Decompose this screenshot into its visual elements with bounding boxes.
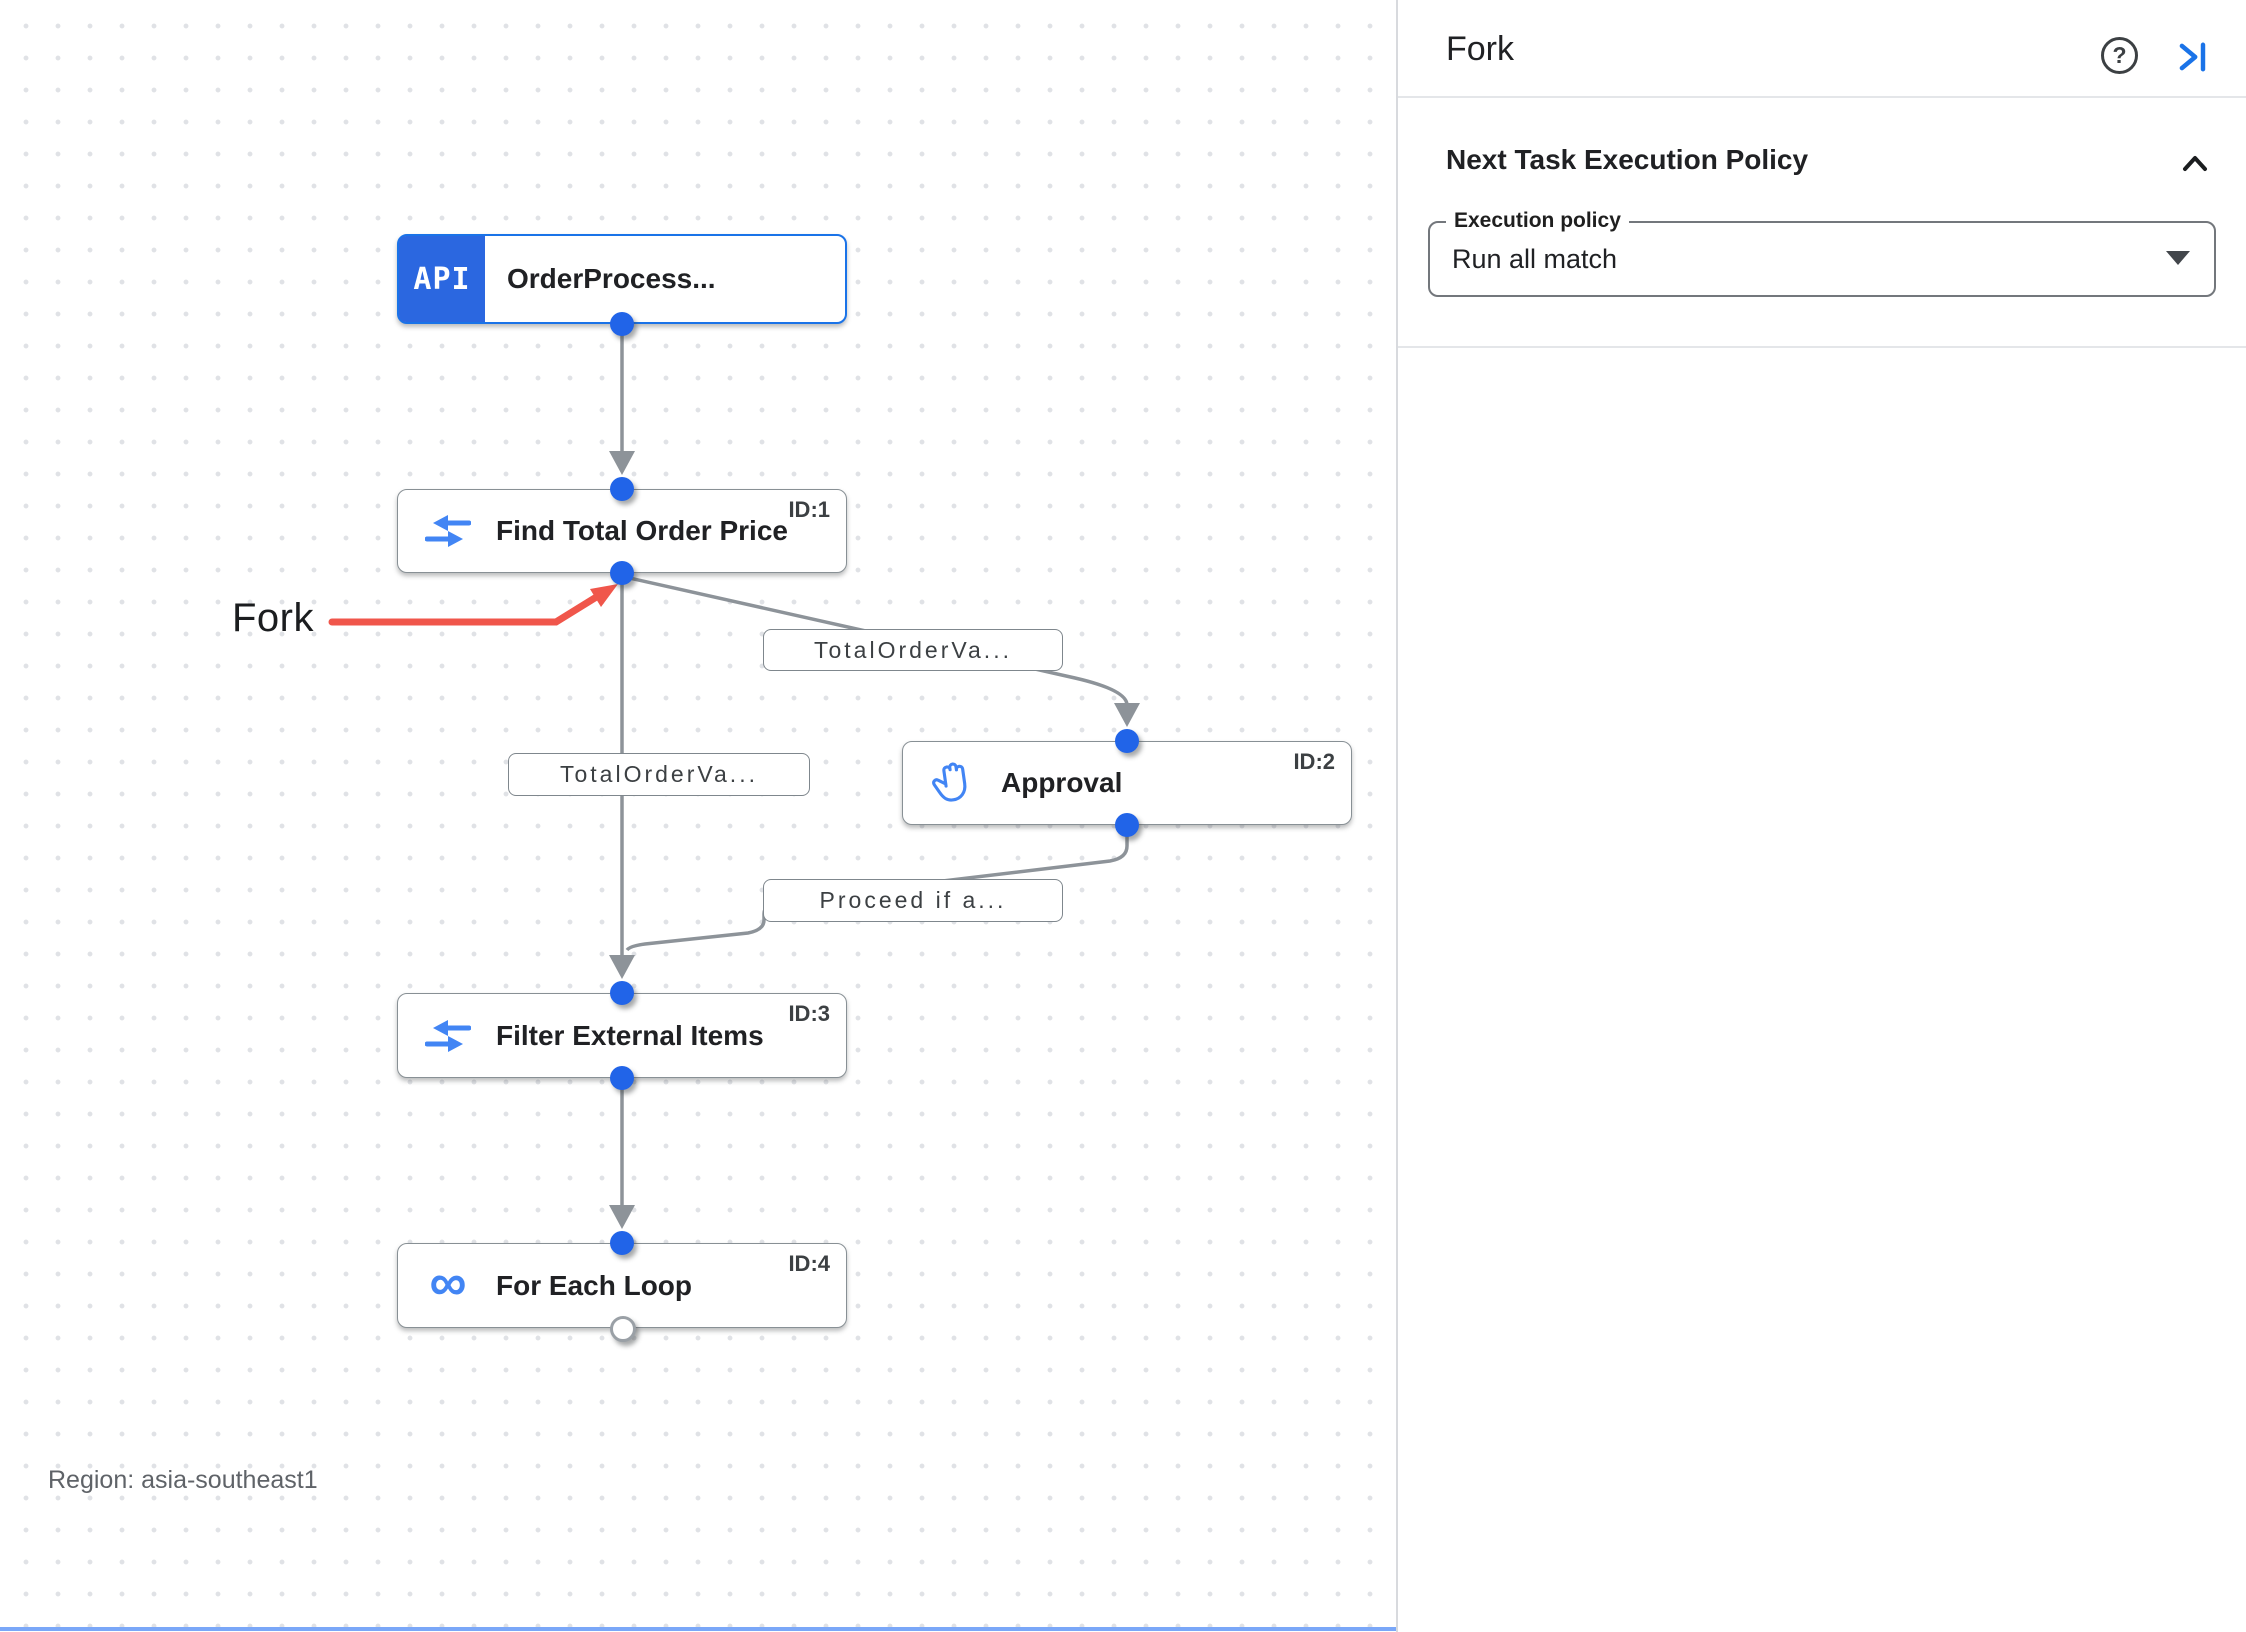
panel-divider [1396,0,1398,1632]
output-port-approval[interactable] [1115,813,1139,837]
workflow-edges [328,326,1140,1229]
data-mapping-icon [424,508,472,554]
execution-policy-value: Run all match [1452,244,1618,274]
output-port-order-process[interactable] [610,312,634,336]
data-mapping-icon [424,1013,472,1059]
section-title-next-task-execution-policy: Next Task Execution Policy [1446,144,1809,175]
fork-annotation-arrow [328,584,618,626]
node-title: Find Total Order Price [496,515,788,546]
node-find-total-order-price[interactable]: Find Total Order Price ID:1 [397,489,847,573]
region-label: Region: asia-southeast1 [48,1466,318,1494]
input-port-approval[interactable] [1115,729,1139,753]
divider [1398,96,2246,98]
execution-policy-label: Execution policy [1446,209,1629,233]
api-icon: API [399,236,485,322]
node-id-badge: ID:4 [788,1251,830,1276]
approval-hand-icon [929,760,977,806]
fork-annotation-label: Fork [232,596,314,640]
edge-find-to-approval [624,575,1129,706]
node-id-badge: ID:1 [788,497,830,522]
execution-policy-select[interactable]: Execution policy Run all match [1428,209,2216,297]
node-for-each-loop[interactable]: ∞ For Each Loop ID:4 [397,1243,847,1328]
divider [1398,346,2246,348]
collapse-panel-icon [2179,42,2206,72]
arrowhead-icon [609,955,635,979]
input-port-filter-items[interactable] [610,981,634,1005]
node-title: Approval [1001,767,1123,798]
collapse-panel-button[interactable] [2173,37,2213,77]
collapse-section-button[interactable] [2178,150,2212,176]
workflow-canvas[interactable]: API OrderProcess... Find Total Order Pri… [0,0,1402,1632]
arrowhead-icon [609,1205,635,1229]
chevron-up-icon [2183,156,2207,171]
arrowhead-icon [609,451,635,475]
dropdown-arrow-icon [2166,251,2190,265]
for-each-loop-icon: ∞ [429,1253,467,1312]
help-button[interactable]: ? [2101,37,2138,74]
edge-condition-label[interactable]: Proceed if a... [763,879,1063,922]
help-icon: ? [2112,42,2127,68]
canvas-bottom-edge [0,1627,1402,1631]
node-title: For Each Loop [496,1269,692,1301]
fork-config-panel: Fork ? Next Task Execution Policy Execut… [1398,0,2246,1632]
node-id-badge: ID:2 [1293,749,1335,774]
node-order-process-trigger[interactable]: API OrderProcess... [397,234,847,324]
edge-condition-label[interactable]: TotalOrderVa... [508,753,810,796]
panel-title: Fork [1446,30,1514,68]
edge-condition-label[interactable]: TotalOrderVa... [763,629,1063,671]
api-icon-text: API [413,261,471,297]
input-port-find-total[interactable] [610,477,634,501]
arrowhead-icon [1114,703,1140,727]
output-port-find-total-fork[interactable] [610,561,634,585]
output-port-for-each-loop[interactable] [610,1316,636,1342]
node-title: Filter External Items [496,1019,764,1051]
output-port-filter-items[interactable] [610,1066,634,1090]
input-port-for-each-loop[interactable] [610,1231,634,1255]
node-id-badge: ID:3 [788,1001,830,1026]
node-title: OrderProcess... [507,263,716,294]
